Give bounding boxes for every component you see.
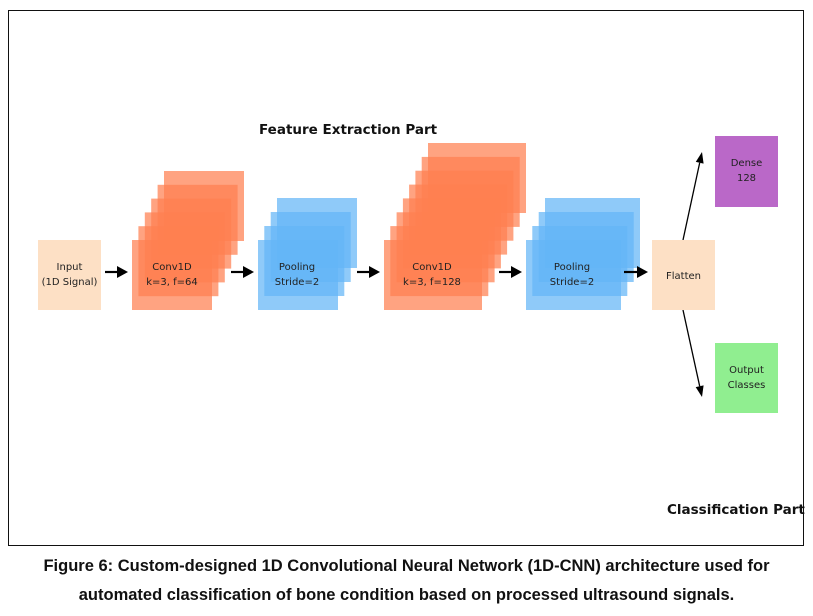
flatten-box bbox=[652, 240, 715, 310]
arrow-head bbox=[369, 266, 380, 278]
arrow-head bbox=[243, 266, 254, 278]
figure-caption: Figure 6: Custom-designed 1D Convolution… bbox=[0, 552, 813, 610]
classification-title: Classification Part bbox=[667, 502, 805, 518]
output-label-line2: Classes bbox=[728, 380, 766, 391]
input-node: Input (1D Signal) bbox=[38, 240, 101, 310]
arrow-head bbox=[511, 266, 522, 278]
arrow-flatten-output bbox=[682, 309, 704, 397]
arrow-pool1-conv2 bbox=[357, 266, 380, 278]
feature-extraction-title: Feature Extraction Part bbox=[259, 122, 438, 138]
caption-line-1: Figure 6: Custom-designed 1D Convolution… bbox=[43, 557, 770, 575]
output-node: Output Classes bbox=[715, 343, 778, 413]
input-label-line2: (1D Signal) bbox=[42, 277, 98, 288]
arrow-head bbox=[695, 152, 704, 164]
cnn-architecture-diagram: Feature Extraction Part Classification P… bbox=[38, 122, 805, 518]
conv1-label-line2: k=3, f=64 bbox=[146, 277, 198, 288]
pool1-label-line2: Stride=2 bbox=[275, 277, 319, 288]
input-label-line1: Input bbox=[57, 262, 83, 273]
conv2-node: Conv1D k=3, f=128 bbox=[403, 262, 461, 288]
arrow-shaft bbox=[682, 162, 701, 241]
arrow-conv2-pool2 bbox=[499, 266, 522, 278]
flatten-label: Flatten bbox=[666, 271, 701, 282]
pool2-label-line2: Stride=2 bbox=[550, 277, 594, 288]
pool1-node: Pooling Stride=2 bbox=[275, 262, 319, 288]
conv1-layer bbox=[132, 240, 212, 310]
pool2-stack bbox=[526, 198, 640, 310]
output-box bbox=[715, 343, 778, 413]
conv1-stack bbox=[132, 171, 244, 310]
pool1-label-line1: Pooling bbox=[279, 262, 315, 273]
arrow-input-conv1 bbox=[105, 266, 128, 278]
output-label-line1: Output bbox=[729, 365, 764, 376]
caption-line-2: automated classification of bone conditi… bbox=[78, 586, 735, 604]
arrow-head bbox=[117, 266, 128, 278]
dense-label-line2: 128 bbox=[737, 173, 756, 184]
pool2-node: Pooling Stride=2 bbox=[550, 262, 594, 288]
arrow-flatten-dense bbox=[682, 152, 704, 241]
arrow-conv1-pool1 bbox=[231, 266, 254, 278]
conv1-node: Conv1D k=3, f=64 bbox=[146, 262, 198, 288]
pool2-layer bbox=[526, 240, 621, 310]
conv2-layer bbox=[384, 240, 482, 310]
arrow-pool2-flatten bbox=[624, 266, 648, 278]
arrow-head bbox=[637, 266, 648, 278]
pool1-layer bbox=[258, 240, 338, 310]
conv1-label-line1: Conv1D bbox=[152, 262, 192, 273]
dense-node: Dense 128 bbox=[715, 136, 778, 207]
conv2-label-line2: k=3, f=128 bbox=[403, 277, 461, 288]
arrow-head bbox=[695, 385, 704, 397]
conv2-stack bbox=[384, 143, 526, 310]
pool2-label-line1: Pooling bbox=[554, 262, 590, 273]
flatten-node: Flatten bbox=[652, 240, 715, 310]
arrow-shaft bbox=[682, 309, 701, 387]
conv2-label-line1: Conv1D bbox=[412, 262, 452, 273]
pool1-stack bbox=[258, 198, 357, 310]
dense-label-line1: Dense bbox=[731, 158, 763, 169]
dense-box bbox=[715, 136, 778, 207]
input-box bbox=[38, 240, 101, 310]
